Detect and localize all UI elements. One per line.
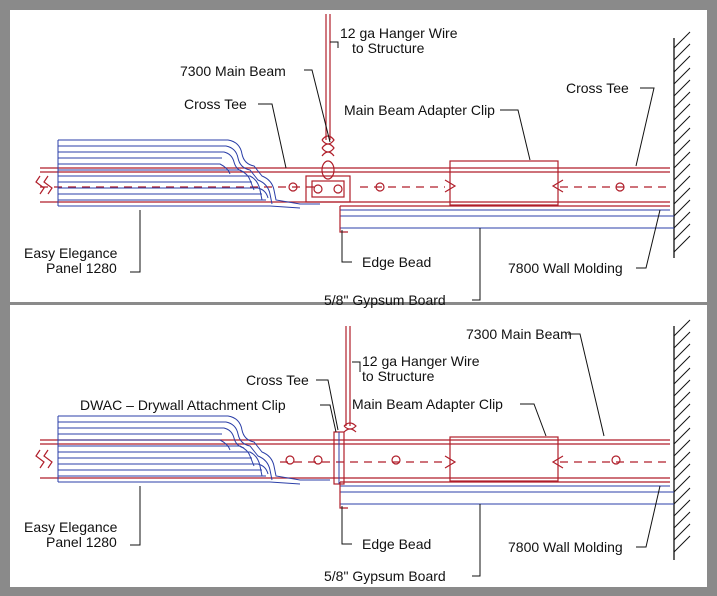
top-detail: 12 ga Hanger Wire to Structure 7300 Main… (24, 14, 691, 308)
top-adapter-clip (444, 160, 564, 206)
bottom-adapter-clip-label: Main Beam Adapter Clip (352, 396, 503, 412)
top-panel (10, 10, 707, 302)
top-gypsum-label: 5/8" Gypsum Board (324, 292, 446, 308)
top-leader-lines (130, 41, 661, 301)
bottom-main-beam-label: 7300 Main Beam (466, 326, 572, 342)
top-main-beam-section (305, 175, 351, 203)
top-wall-hatch (673, 31, 691, 253)
top-adapter-clip-label: Main Beam Adapter Clip (344, 102, 495, 118)
bottom-gypsum-board (339, 482, 674, 509)
top-hanger-wire-label-1: 12 ga Hanger Wire (340, 25, 458, 41)
bottom-hanger-wire-label-2: to Structure (362, 368, 435, 384)
top-main-beam-rails (35, 167, 670, 211)
top-hanger-wire (321, 14, 335, 180)
top-cross-tee-left-label: Cross Tee (184, 96, 247, 112)
bottom-easy-elegance-panel (57, 415, 330, 485)
bottom-cross-tee-label: Cross Tee (246, 372, 309, 388)
bottom-hanger-wire (343, 326, 357, 433)
bottom-adapter-clip (444, 436, 564, 482)
bottom-wall-molding-label: 7800 Wall Molding (508, 539, 623, 555)
bottom-wall-hatch (673, 319, 691, 553)
top-hanger-wire-label-2: to Structure (352, 40, 425, 56)
top-main-beam-label: 7300 Main Beam (180, 63, 286, 79)
top-panel-label-1: Easy Elegance (24, 245, 118, 261)
top-panel-label-2: Panel 1280 (46, 260, 117, 276)
top-easy-elegance-panel (57, 139, 320, 209)
bottom-hanger-wire-label-1: 12 ga Hanger Wire (362, 353, 480, 369)
bottom-edge-bead-label: Edge Bead (362, 536, 431, 552)
bottom-detail: 7300 Main Beam 12 ga Hanger Wire to Stru… (24, 319, 691, 584)
top-wall-molding-label: 7800 Wall Molding (508, 260, 623, 276)
bottom-panel-label-2: Panel 1280 (46, 534, 117, 550)
top-gypsum-board (339, 206, 674, 233)
top-cross-tee-right-label: Cross Tee (566, 80, 629, 96)
bottom-gypsum-label: 5/8" Gypsum Board (324, 568, 446, 584)
bottom-leader-lines (130, 333, 661, 577)
bottom-dwac-label: DWAC – Drywall Attachment Clip (80, 397, 286, 413)
bottom-panel-label-1: Easy Elegance (24, 519, 118, 535)
bottom-dwac-clip (333, 431, 345, 485)
top-edge-bead-label: Edge Bead (362, 254, 431, 270)
